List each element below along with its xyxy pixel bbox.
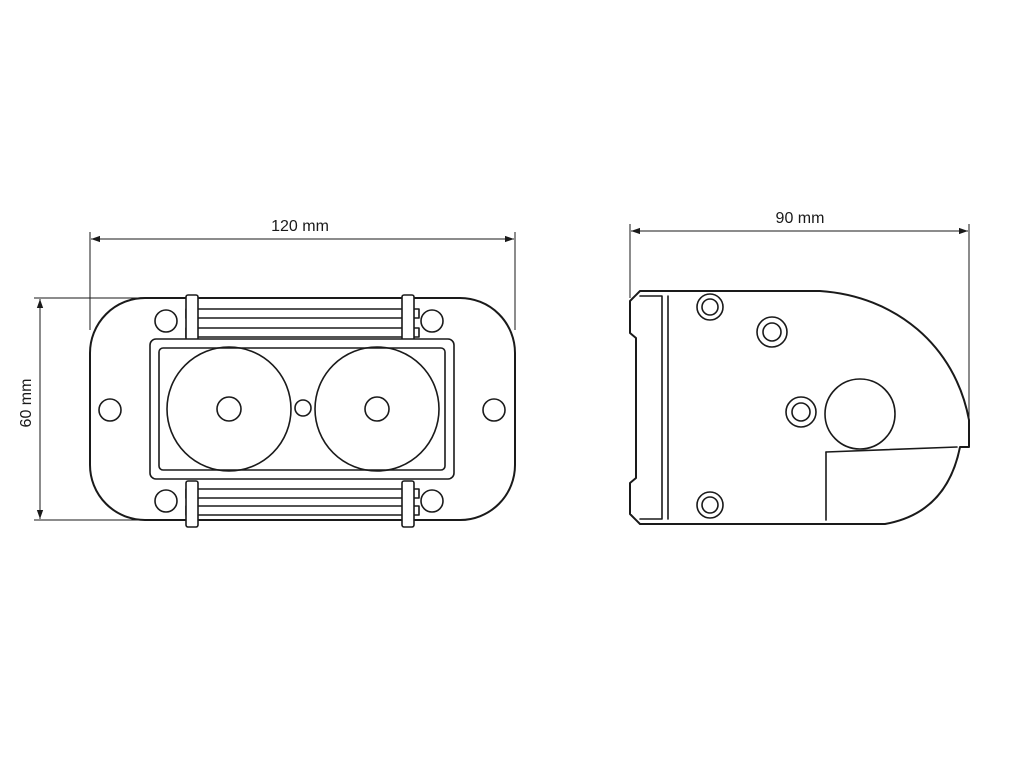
front-width-label: 120 mm — [271, 218, 329, 235]
lens-right — [314, 346, 440, 472]
bottom-guard-bar-inner — [185, 488, 420, 499]
bottom-guard-post-left — [185, 480, 199, 528]
side-hole-bottom — [701, 496, 719, 514]
side-hole-top — [701, 298, 719, 316]
mount-hole-top-right — [420, 309, 444, 333]
front-height-label: 60 mm — [18, 379, 35, 428]
side-boss-pivot — [785, 396, 817, 428]
side-boss-top — [696, 293, 724, 321]
led-right — [364, 396, 390, 422]
top-guard — [185, 294, 420, 342]
side-boss-upper — [756, 316, 788, 348]
side-depth-label: 90 mm — [776, 210, 825, 227]
mount-hole-mid-left — [98, 398, 122, 422]
bottom-guard-post-right — [401, 480, 415, 528]
side-hole-upper — [762, 322, 782, 342]
side-depth-dimension: 90 mm — [629, 210, 970, 420]
top-guard-post-left — [185, 294, 199, 342]
housing-body — [629, 290, 970, 525]
mount-hole-top-left — [154, 309, 178, 333]
mount-hole-mid-right — [482, 398, 506, 422]
front-view: 120 mm 60 mm — [18, 218, 516, 528]
heatsink-step-top — [825, 446, 958, 453]
lens-left — [166, 346, 292, 472]
center-vent — [294, 399, 312, 417]
housing-frame-inner — [158, 347, 446, 471]
front-width-dimension: 120 mm — [89, 218, 516, 330]
top-guard-bar-inner — [185, 327, 420, 338]
front-height-dimension: 60 mm — [18, 297, 150, 521]
top-guard-bar-outer — [185, 308, 420, 319]
side-view: 90 mm — [629, 210, 970, 525]
cable-gland — [824, 378, 896, 450]
bezel-edge — [639, 295, 663, 520]
bottom-guard — [185, 480, 420, 528]
top-guard-post-right — [401, 294, 415, 342]
mount-hole-bottom-left — [154, 489, 178, 513]
bottom-guard-bar-outer — [185, 505, 420, 516]
mount-hole-bottom-right — [420, 489, 444, 513]
led-left — [216, 396, 242, 422]
side-boss-bottom — [696, 491, 724, 519]
side-hole-pivot — [791, 402, 811, 422]
